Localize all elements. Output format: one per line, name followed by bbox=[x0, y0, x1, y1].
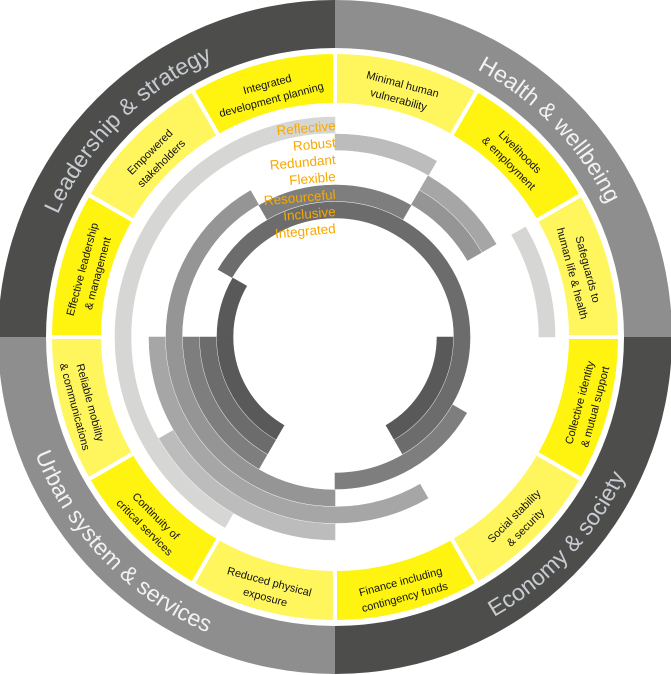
quality-ring-resourceful bbox=[182, 184, 468, 490]
quality-label: Robust bbox=[292, 135, 336, 154]
quality-arc bbox=[188, 190, 259, 261]
indicator-segment: Safeguards tohuman life & health bbox=[533, 191, 623, 339]
indicator-segment: Livelihoods& employment bbox=[448, 87, 585, 224]
indicator-segment: Minimal humanvulnerability bbox=[333, 49, 481, 139]
quality-arc bbox=[199, 336, 233, 405]
quality-ring-reflective bbox=[114, 116, 556, 528]
quality-arc bbox=[334, 133, 437, 176]
quality-arc bbox=[224, 116, 336, 161]
quality-ring-integrated bbox=[216, 277, 454, 440]
quality-arc bbox=[385, 387, 438, 440]
quality-arc bbox=[437, 269, 471, 338]
quality-ring-redundant bbox=[148, 175, 497, 524]
quadrant-4 bbox=[0, 0, 335, 337]
quality-arc bbox=[511, 226, 556, 338]
indicator-segment: Social stability& security bbox=[448, 450, 585, 587]
quality-rings bbox=[114, 116, 556, 541]
quadrant-3 bbox=[0, 337, 335, 674]
quality-ring-robust bbox=[158, 133, 437, 541]
quadrant-1 bbox=[335, 0, 671, 337]
quality-label: Integrated bbox=[274, 221, 336, 241]
indicator-segment-bg bbox=[189, 49, 337, 139]
quality-arc bbox=[165, 252, 203, 338]
quality-label: Flexible bbox=[289, 169, 337, 188]
quality-arc bbox=[334, 483, 429, 524]
quality-arc bbox=[334, 454, 412, 490]
quality-label: Redundant bbox=[269, 152, 336, 173]
quality-label: Resourceful bbox=[263, 187, 336, 208]
quality-arc bbox=[182, 336, 218, 414]
quality-labels: IntegratedInclusiveResourcefulFlexibleRe… bbox=[263, 118, 336, 241]
quality-ring-flexible bbox=[165, 190, 482, 507]
quality-arc bbox=[158, 430, 242, 514]
quadrant-2 bbox=[335, 337, 671, 674]
quality-label: Inclusive bbox=[283, 204, 337, 224]
indicator-segment: Integrateddevelopment planning bbox=[189, 49, 337, 139]
quality-arc bbox=[411, 190, 482, 261]
quality-ring-inclusive bbox=[199, 201, 471, 455]
quality-label: Reflective bbox=[276, 118, 336, 138]
quality-arc bbox=[394, 396, 453, 455]
indicator-segment: Collective identity& mutual support bbox=[533, 335, 623, 483]
quality-arc bbox=[148, 336, 189, 431]
indicator-segment: Empoweredstakeholders bbox=[85, 87, 222, 224]
quality-arc bbox=[334, 184, 412, 220]
indicator-segment: Reduced physicalexposure bbox=[189, 535, 337, 625]
quality-arc bbox=[419, 175, 497, 253]
quality-arc bbox=[216, 277, 248, 338]
